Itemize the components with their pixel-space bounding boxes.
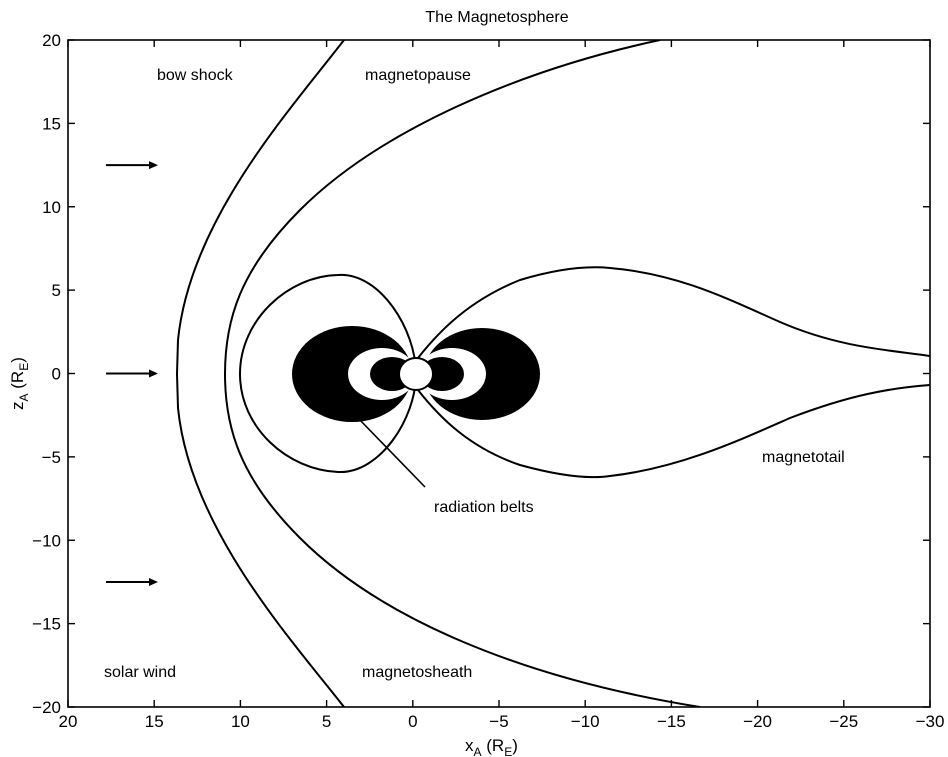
earth <box>398 357 434 391</box>
y-axis-ticks: 20 15 10 5 0 −5 −10 −15 −20 <box>32 31 930 717</box>
label-bow-shock: bow shock <box>157 67 234 84</box>
x-tick-label: −10 <box>571 712 600 731</box>
magnetotail-lower-boundary <box>417 384 930 479</box>
y-tick-label: 10 <box>42 198 61 217</box>
x-tick-label: −20 <box>743 712 772 731</box>
bow-shock-curve <box>175 40 345 707</box>
y-tick-label: −10 <box>32 531 61 550</box>
solar-wind-arrow <box>106 577 158 586</box>
diagram-title: The Magnetosphere <box>425 9 568 26</box>
x-tick-label: 5 <box>322 712 331 731</box>
y-tick-label: 0 <box>52 365 61 384</box>
solar-wind-arrow <box>106 369 158 378</box>
dayside-field-loop <box>238 273 417 474</box>
x-tick-label: 10 <box>231 712 250 731</box>
x-tick-label: 20 <box>59 712 78 731</box>
x-tick-label: 15 <box>145 712 164 731</box>
y-tick-label: −15 <box>32 615 61 634</box>
x-tick-label: −15 <box>657 712 686 731</box>
y-tick-label: 15 <box>42 114 61 133</box>
x-tick-label: −5 <box>489 712 508 731</box>
solar-wind-arrows <box>106 161 158 586</box>
label-magnetotail: magnetotail <box>762 449 845 466</box>
label-magnetopause: magnetopause <box>365 67 471 84</box>
y-tick-label: −5 <box>42 448 61 467</box>
magnetotail-upper-boundary <box>417 266 930 359</box>
magnetopause-curve <box>223 40 701 707</box>
x-axis-title: xA (RE) <box>465 736 518 757</box>
solar-wind-arrow <box>106 161 158 170</box>
label-magnetosheath: magnetosheath <box>362 664 472 681</box>
radiation-belts <box>292 326 540 422</box>
y-tick-label: 20 <box>42 31 61 50</box>
y-tick-label: −20 <box>32 698 61 717</box>
y-axis-title: zA (RE) <box>8 357 31 410</box>
x-tick-label: 0 <box>408 712 417 731</box>
label-radiation-belts: radiation belts <box>434 499 534 516</box>
plot-content <box>106 40 930 707</box>
x-axis-ticks: 20 15 10 5 0 −5 −10 −15 −20 −25 −30 <box>59 40 945 731</box>
y-tick-label: 5 <box>52 281 61 300</box>
x-tick-label: −30 <box>916 712 945 731</box>
label-solar-wind: solar wind <box>104 664 176 681</box>
radiation-belts-pointer <box>357 417 426 488</box>
x-tick-label: −25 <box>829 712 858 731</box>
